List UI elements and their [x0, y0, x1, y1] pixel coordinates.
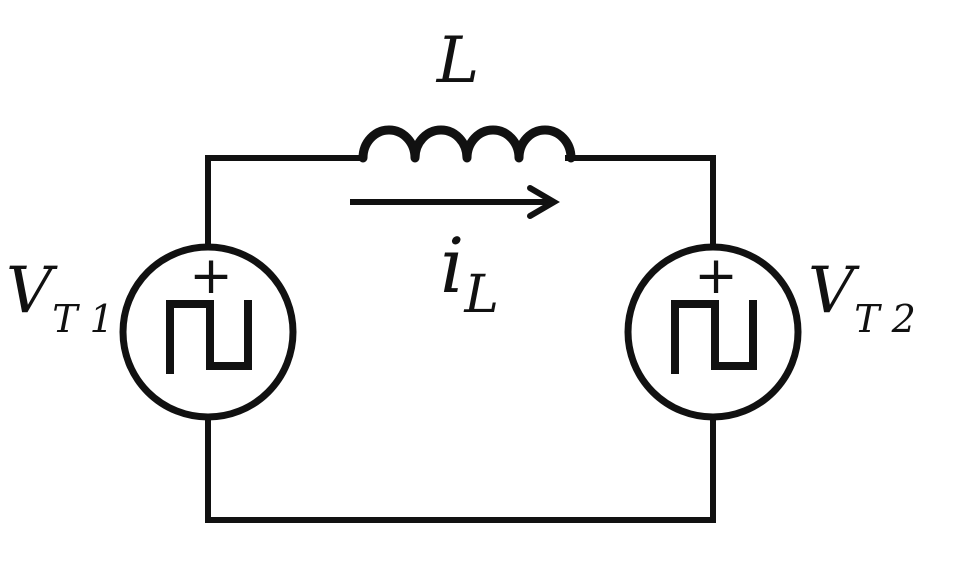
square-wave-left-icon: [166, 300, 252, 374]
source-left-label: VT 1: [6, 254, 114, 341]
current-arrow: [350, 185, 560, 219]
source-left-label-main: V: [6, 254, 58, 328]
source-right-label-subscript: T 2: [854, 297, 916, 341]
current-label-main: i: [440, 221, 464, 310]
voltage-source-left: +: [119, 243, 297, 421]
inductor-coil: [358, 125, 576, 163]
source-left-label-subscript: T 1: [52, 297, 114, 341]
polarity-left: +: [189, 246, 233, 306]
current-label: iL: [440, 221, 499, 325]
current-label-subscript: L: [463, 265, 499, 325]
wire-top-left: [205, 155, 366, 247]
polarity-right: +: [694, 246, 738, 306]
inductor-label: L: [436, 24, 480, 98]
wire-top-right: [565, 155, 716, 247]
source-right-label-main: V: [808, 254, 860, 328]
circuit-wires: [205, 155, 716, 523]
source-right-label: VT 2: [808, 254, 916, 341]
voltage-source-right: +: [624, 243, 802, 421]
square-wave-right-icon: [671, 300, 757, 374]
current-arrow-head: [527, 185, 560, 219]
